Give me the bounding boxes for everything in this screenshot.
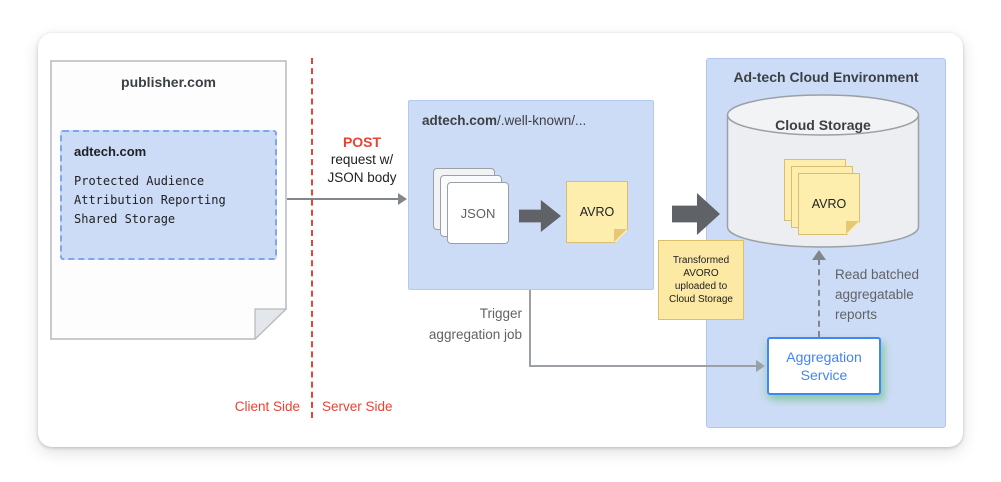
trigger-job-line: Trigger [479,306,522,321]
well-known-endpoint-label: adtech.com/.well-known/... [422,113,586,128]
avro-note: AVRO [798,173,860,235]
read-reports-line: Read batched [835,267,920,282]
transform-note: Transformed AVORO uploaded to Cloud Stor… [658,240,744,320]
endpoint-domain: adtech.com [422,113,498,128]
post-request-line: JSON body [327,170,397,185]
publisher-domain-label: publisher.com [121,74,216,90]
trigger-job-label: Trigger aggregation job [390,303,522,345]
client-server-divider [311,58,313,418]
aggregation-service-label: Aggregation Service [786,349,862,383]
server-side-label: Server Side [322,399,393,414]
avro-note: AVRO [566,181,628,243]
read-reports-label: Read batched aggregatable reports [835,265,919,325]
avro-label: AVRO [811,197,847,211]
post-request-label: POST request w/ JSON body [316,133,408,187]
post-method-label: POST [342,134,382,150]
arrowhead-up-icon [812,250,826,260]
adtech-server-box: adtech.com/.well-known/... JSON AVRO [408,100,654,290]
cloud-storage-cylinder: Cloud Storage AVRO [725,93,921,251]
client-side-label: Client Side [234,399,300,414]
privacy-apis-box: adtech.com Protected Audience Attributio… [60,130,277,260]
cloud-storage-label: Cloud Storage [775,117,871,133]
cloud-env-title: Ad-tech Cloud Environment [733,69,919,85]
api-line: Protected Audience [74,174,205,188]
json-to-avro-arrow-icon [519,200,561,232]
arrowhead-icon [398,193,407,205]
trigger-job-line: aggregation job [428,327,522,342]
read-reports-arrow [818,259,820,337]
publisher-page: publisher.com adtech.com Protected Audie… [50,60,287,340]
publisher-to-adtech-arrow [287,198,399,200]
trigger-connector-horizontal [529,365,757,367]
endpoint-path: /.well-known/... [497,113,587,128]
avro-report-stack: AVRO [784,159,862,237]
post-request-line: request w/ [330,152,394,167]
note-fold-icon [614,229,627,242]
read-reports-line: reports [835,307,878,322]
api-line: Attribution Reporting [74,193,226,207]
json-card: JSON [447,182,509,244]
avro-label: AVRO [579,205,615,219]
read-reports-line: aggregatable [835,287,914,302]
trigger-connector-vertical [529,290,531,367]
api-line: Shared Storage [74,212,176,226]
adtech-domain-label: adtech.com [74,144,147,159]
note-fold-icon [846,221,859,234]
adtech-cloud-panel: Ad-tech Cloud Environment Cloud Storage … [706,58,946,428]
aggregation-service-box: Aggregation Service [767,337,881,395]
diagram-card: publisher.com adtech.com Protected Audie… [38,33,963,447]
arrowhead-icon [756,360,765,372]
